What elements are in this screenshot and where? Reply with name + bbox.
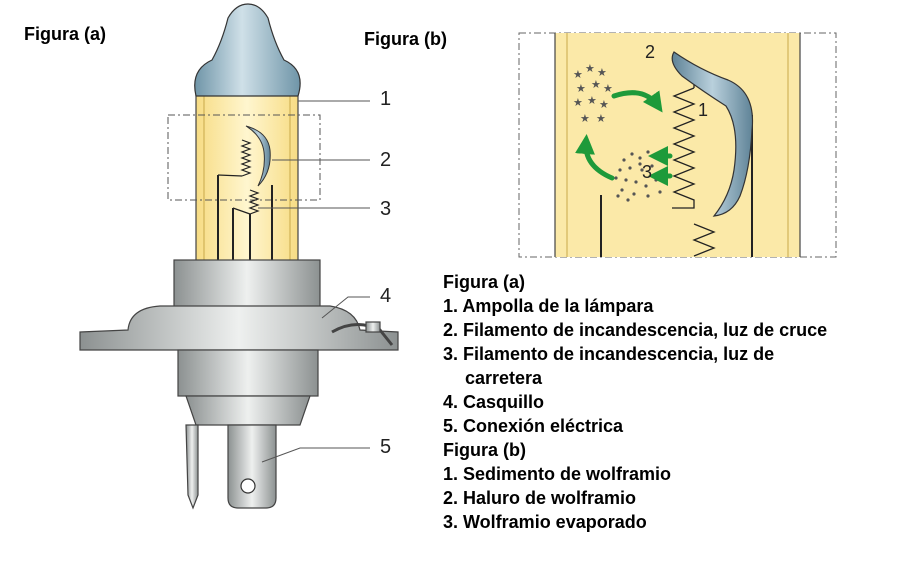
callout-a-3: 3 [380,198,392,220]
svg-text:★: ★ [585,63,595,75]
legend-heading-a: Figura (a) [443,272,526,292]
figure-b-panel: ★ ★ ★ ★ ★ ★ ★ ★ ★ ★ ★ [518,32,837,258]
halide-stars: ★ ★ ★ ★ ★ ★ ★ ★ ★ ★ ★ [573,63,613,125]
legend-heading-b: Figura (b) [443,440,526,460]
bulb-cap [194,3,301,97]
callout-b-1: 1 [698,100,709,120]
legend: Figura (a) 1. Ampolla de la lámpara 2. F… [443,270,827,534]
callout-a-4: 4 [380,285,392,307]
svg-text:★: ★ [591,79,601,91]
filaments [217,139,273,262]
callout-lines-a [258,100,370,463]
callout-b-2: 2 [645,42,656,62]
svg-text:★: ★ [580,113,590,125]
svg-text:★: ★ [599,99,609,111]
svg-text:★: ★ [576,83,586,95]
figure-b-title: Figura (b) [364,29,447,49]
zoom-frame-a [167,114,321,201]
callout-a-1: 1 [380,88,392,110]
callout-a-2: 2 [380,149,392,171]
legend-item-a-1: 1. Ampolla de la lámpara [443,296,654,316]
legend-item-b-2: 2. Haluro de wolframio [443,488,637,508]
svg-text:★: ★ [573,69,583,81]
callout-a-5: 5 [380,436,392,458]
figure-a-title: Figura (a) [24,24,107,44]
svg-text:★: ★ [603,83,613,95]
svg-text:★: ★ [596,113,606,125]
legend-item-b-1: 1. Sedimento de wolframio [443,464,672,484]
svg-text:★: ★ [587,95,597,107]
svg-text:★: ★ [573,97,583,109]
legend-item-a-3-cont: carretera [465,368,543,388]
lamp-bulb [194,3,301,263]
legend-item-a-4: 4. Casquillo [443,392,545,412]
svg-text:★: ★ [597,67,607,79]
legend-item-a-5: 5. Conexión eléctrica [443,416,624,436]
callout-b-3: 3 [642,162,653,182]
cycle-arrows [575,90,673,186]
legend-item-a-3: 3. Filamento de incandescencia, luz de [443,344,775,364]
legend-item-a-2: 2. Filamento de incandescencia, luz de c… [443,320,828,340]
legend-item-b-3: 3. Wolframio evaporado [443,512,647,532]
shield-cap-a [245,125,271,187]
lamp-base [79,259,399,510]
evaporated-dots [614,150,662,202]
